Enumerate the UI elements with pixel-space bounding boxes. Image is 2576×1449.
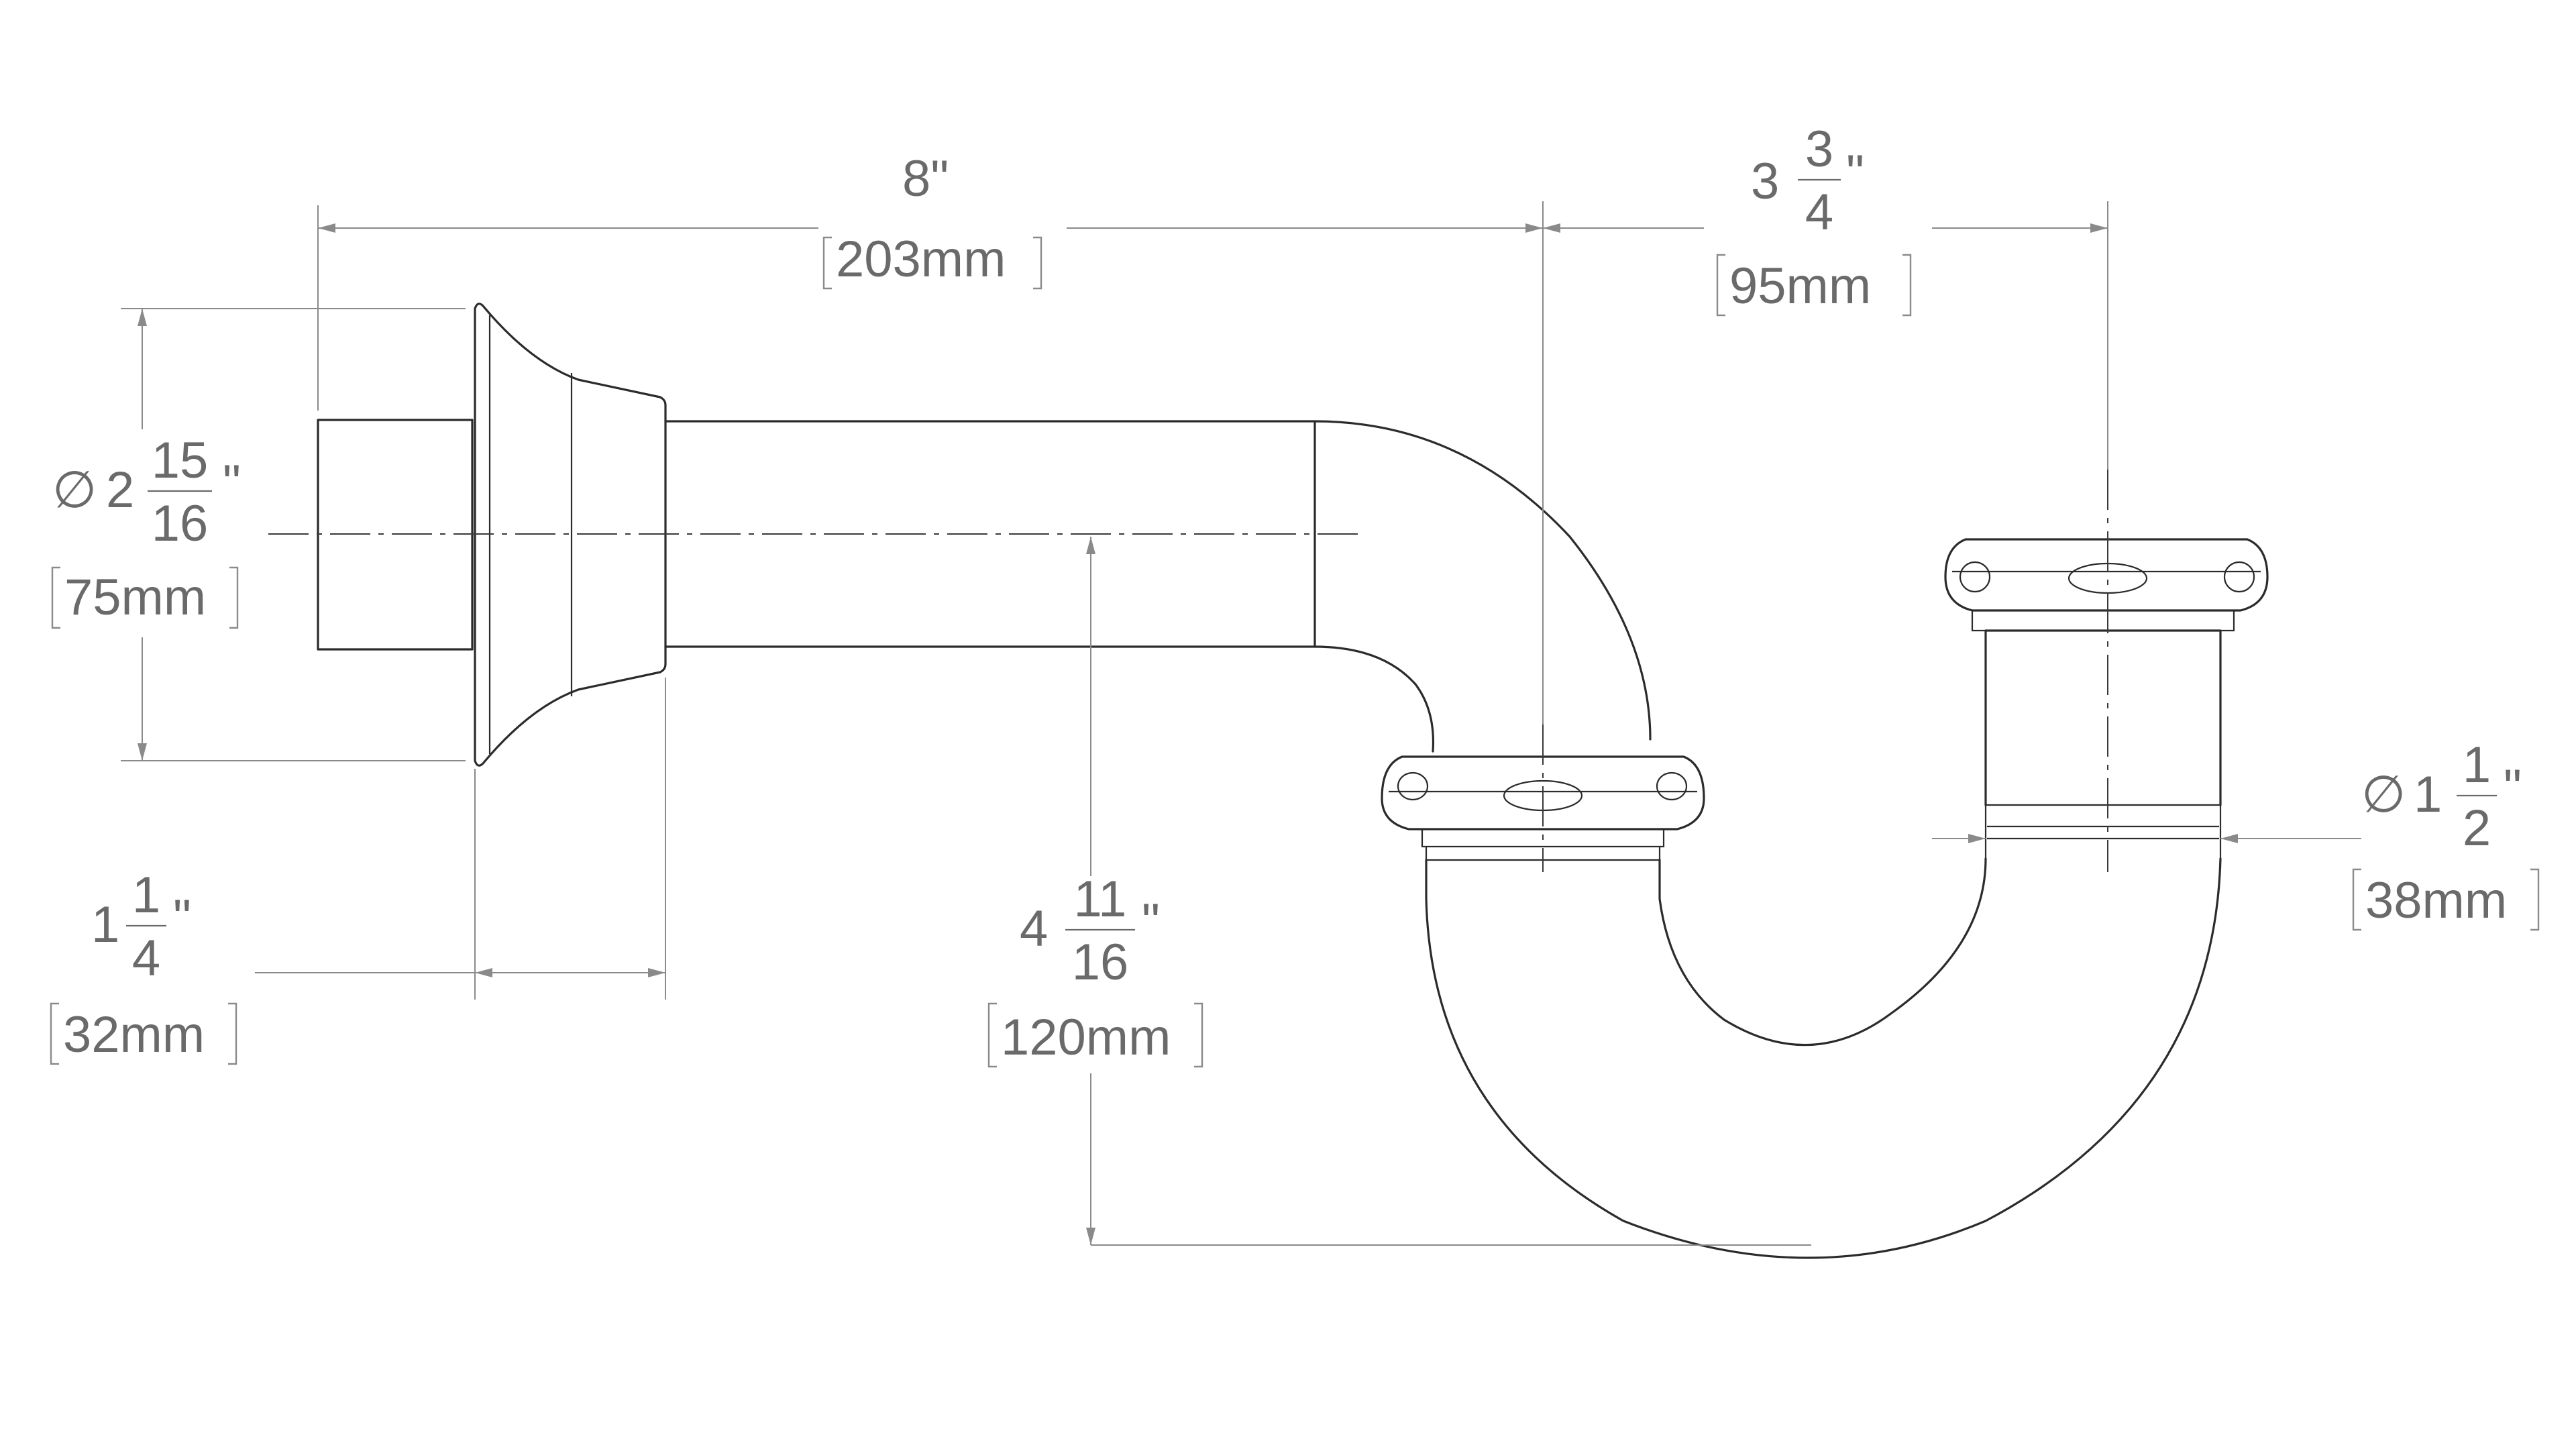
dim-offset-num: 3 xyxy=(1805,121,1833,178)
dim-drop-num: 11 xyxy=(1074,871,1127,928)
dim-offset-unit: " xyxy=(1846,145,1864,202)
dim-tailpiece-diameter-whole: 1 xyxy=(2414,766,2442,823)
dim-tailpiece-diameter-unit: " xyxy=(2504,759,2522,816)
dim-flange-depth-mm: 32mm xyxy=(63,1006,205,1063)
dim-flange-diameter-bracket xyxy=(51,566,239,629)
dim-flange-depth: 1 1 4 " 32mm xyxy=(50,867,237,1065)
dim-offset: 3 3 4 " 95mm xyxy=(1716,121,1912,317)
dim-flange-depth-unit: " xyxy=(173,890,191,947)
dim-tailpiece-diameter: ∅ 1 1 2 " 38mm xyxy=(2352,737,2540,931)
dim-drop-den: 16 xyxy=(1072,934,1129,991)
elbow-inner xyxy=(1313,645,1435,753)
right-coupling xyxy=(1944,538,2269,859)
dim-offset-bracket xyxy=(1716,254,1912,317)
dim-length-mm: 203mm xyxy=(836,231,1006,288)
u-bend-inner xyxy=(1658,857,1987,1046)
dim-offset-den: 4 xyxy=(1805,184,1833,241)
dim-length: 8" 203mm xyxy=(822,150,1042,290)
dim-drop-whole: 4 xyxy=(1020,900,1048,957)
p-trap-part xyxy=(317,303,2269,1259)
right-slip-nut xyxy=(1944,538,2269,612)
dim-flange-depth-num: 1 xyxy=(132,867,160,924)
dim-tailpiece-diameter-den: 2 xyxy=(2463,800,2491,857)
dim-drop-mm: 120mm xyxy=(1001,1009,1171,1066)
wall-stub xyxy=(317,419,474,651)
dim-tailpiece-diameter-mm: 38mm xyxy=(2365,872,2507,929)
dim-offset-mm: 95mm xyxy=(1729,258,1871,315)
dim-flange-diameter-unit: " xyxy=(223,455,241,512)
horizontal-arm xyxy=(664,420,1316,648)
dim-length-inch: 8" xyxy=(902,150,949,207)
dim-flange-diameter-den: 16 xyxy=(152,495,209,552)
dim-flange-depth-whole: 1 xyxy=(91,896,119,953)
u-bend-outer xyxy=(1425,857,2222,1259)
escutcheon-flange xyxy=(474,303,667,767)
dim-flange-diameter: ∅ 2 15 16 " 75mm xyxy=(51,432,241,629)
dim-drop-bracket xyxy=(987,1002,1203,1068)
dim-flange-diameter-symbol: ∅ xyxy=(52,462,97,519)
dim-flange-diameter-mm: 75mm xyxy=(64,569,206,626)
center-lines xyxy=(268,470,2108,872)
dim-flange-diameter-whole: 2 xyxy=(106,462,134,519)
elbow-outer xyxy=(1313,420,1652,741)
dim-length-bracket xyxy=(822,236,1042,290)
dim-drop: 4 11 16 " 120mm xyxy=(987,871,1203,1068)
dim-flange-diameter-num: 15 xyxy=(152,432,209,489)
dim-tailpiece-diameter-symbol: ∅ xyxy=(2361,766,2406,823)
dim-tailpiece-diameter-bracket xyxy=(2352,868,2540,931)
dim-tailpiece-diameter-num: 1 xyxy=(2463,737,2491,794)
dim-drop-unit: " xyxy=(1142,894,1160,951)
dim-flange-depth-bracket xyxy=(50,1002,237,1065)
dimension-lines xyxy=(121,201,2361,1246)
dim-flange-depth-den: 4 xyxy=(132,930,160,987)
dim-offset-whole: 3 xyxy=(1751,153,1779,210)
